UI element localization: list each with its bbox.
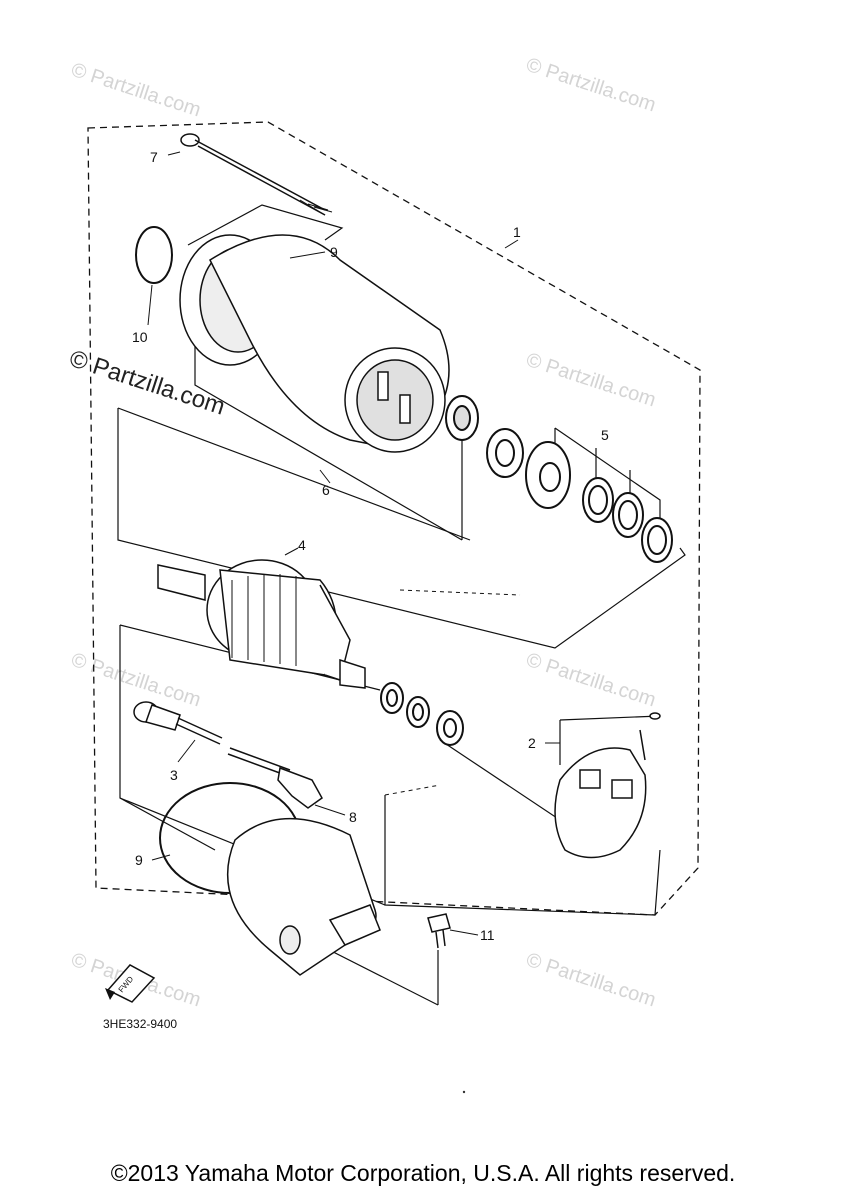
watermark: © Partzilla.com <box>68 649 203 712</box>
watermark: © Partzilla.com <box>68 59 203 122</box>
callout-6: 6 <box>322 482 330 498</box>
watermark: © Partzilla.com <box>523 949 658 1012</box>
diagram-code: 3HE332-9400 <box>103 1017 177 1031</box>
forward-arrow-icon: FWD <box>105 964 156 1003</box>
part-4-armature <box>157 559 366 689</box>
callout-3: 3 <box>170 767 178 783</box>
part-7-bolt <box>180 133 333 216</box>
callouts: 1 2 3 4 5 6 7 8 9 9 10 11 <box>132 149 609 943</box>
callout-9-top: 9 <box>330 244 338 260</box>
watermark: © Partzilla.com <box>523 349 658 412</box>
watermarks: © Partzilla.com © Partzilla.com © Partzi… <box>66 54 658 1012</box>
part-3-lead <box>133 701 291 777</box>
callout-1: 1 <box>513 224 521 240</box>
rear-cover <box>227 818 381 976</box>
part-10-o-ring <box>135 226 173 284</box>
callout-8: 8 <box>349 809 357 825</box>
dashed-guides <box>384 589 521 796</box>
part-11-bolt <box>427 913 451 949</box>
callout-leaders <box>147 151 560 936</box>
callout-9-bottom: 9 <box>135 852 143 868</box>
callout-2: 2 <box>528 735 536 751</box>
assembly-outline <box>87 121 701 916</box>
callout-4: 4 <box>298 537 306 553</box>
armature-washers <box>380 682 464 746</box>
stray-mark <box>462 1090 466 1094</box>
callout-11: 11 <box>480 927 495 943</box>
watermark: © Partzilla.com <box>523 649 658 712</box>
part-6-yoke-assembly <box>179 234 450 453</box>
callout-7: 7 <box>150 149 158 165</box>
part-8-terminal <box>277 766 323 809</box>
part-5-washers <box>445 395 673 563</box>
copyright-notice: ©2013 Yamaha Motor Corporation, U.S.A. A… <box>110 1160 736 1186</box>
watermark: © Partzilla.com <box>523 54 658 117</box>
callout-5: 5 <box>601 427 609 443</box>
callout-10: 10 <box>132 329 148 345</box>
part-2-brush-holder <box>554 712 661 859</box>
